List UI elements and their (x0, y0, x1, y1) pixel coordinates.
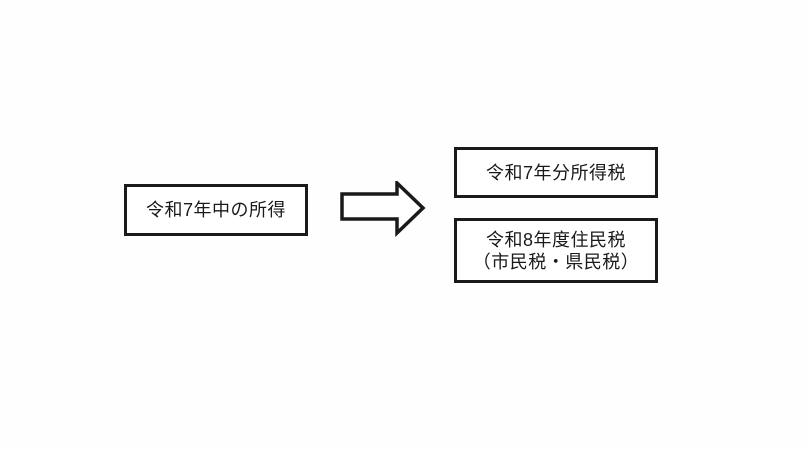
resident-tax-label-line2: （市民税・県民税） (472, 251, 640, 272)
income-source-label: 令和7年中の所得 (145, 200, 286, 220)
income-tax-label: 令和7年分所得税 (485, 162, 626, 183)
income-tax-box: 令和7年分所得税 (454, 147, 658, 198)
income-source-box: 令和7年中の所得 (124, 184, 308, 236)
resident-tax-label-line1: 令和8年度住民税 (485, 229, 626, 250)
flow-arrow-icon (340, 181, 428, 237)
resident-tax-box: 令和8年度住民税 （市民税・県民税） (454, 218, 658, 283)
